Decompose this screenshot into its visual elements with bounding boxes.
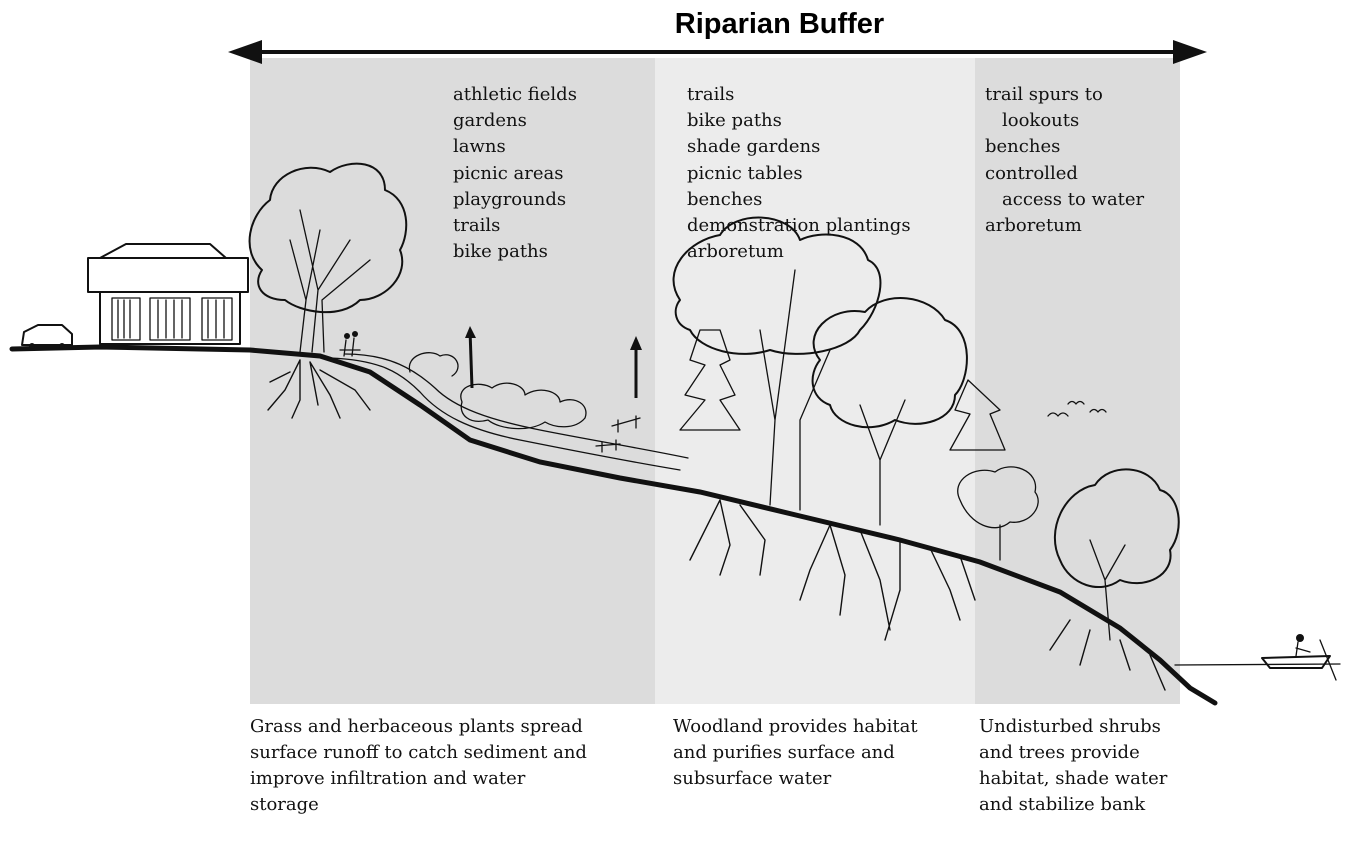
use-item: arboretum [985,213,1144,239]
use-item: benches [687,187,911,213]
grass-zone-uses-list: athletic fields gardens lawns picnic are… [453,82,577,265]
use-item: gardens [453,108,577,134]
caption-line: and stabilize bank [979,794,1145,815]
caption-line: improve infiltration and water [250,768,525,789]
shrub-zone-caption: Undisturbed shrubs and trees provide hab… [979,714,1167,818]
building-icon [88,244,248,344]
use-item: demonstration plantings [687,213,911,239]
use-item: benches [985,134,1144,160]
caption-line: Grass and herbaceous plants spread [250,716,583,737]
caption-line: and trees provide [979,742,1140,763]
use-item: bike paths [687,108,911,134]
use-item: athletic fields [453,82,577,108]
caption-line: Undisturbed shrubs [979,716,1161,737]
use-item: bike paths [453,239,577,265]
use-item: controlled [985,161,1144,187]
use-item: arboretum [687,239,911,265]
boat-icon [1262,634,1336,680]
car-icon [22,325,72,349]
diagram-title: Riparian Buffer [100,8,1359,41]
use-item: lookouts [985,108,1144,134]
use-item: trails [687,82,911,108]
use-item: playgrounds [453,187,577,213]
woodland-zone-uses-list: trails bike paths shade gardens picnic t… [687,82,911,265]
use-item: shade gardens [687,134,911,160]
use-item: access to water [985,187,1144,213]
caption-line: storage [250,794,319,815]
use-item: lawns [453,134,577,160]
caption-line: habitat, shade water [979,768,1167,789]
water-line [1175,664,1340,665]
caption-line: and purifies surface and [673,742,895,763]
use-item: picnic tables [687,161,911,187]
use-item: trails [453,213,577,239]
use-item: trail spurs to [985,82,1144,108]
shrub-zone-uses-list: trail spurs to lookouts benches controll… [985,82,1144,239]
woodland-zone-caption: Woodland provides habitat and purifies s… [673,714,918,792]
use-item: picnic areas [453,161,577,187]
caption-line: subsurface water [673,768,831,789]
caption-line: surface runoff to catch sediment and [250,742,587,763]
grass-zone-caption: Grass and herbaceous plants spread surfa… [250,714,587,818]
caption-line: Woodland provides habitat [673,716,918,737]
